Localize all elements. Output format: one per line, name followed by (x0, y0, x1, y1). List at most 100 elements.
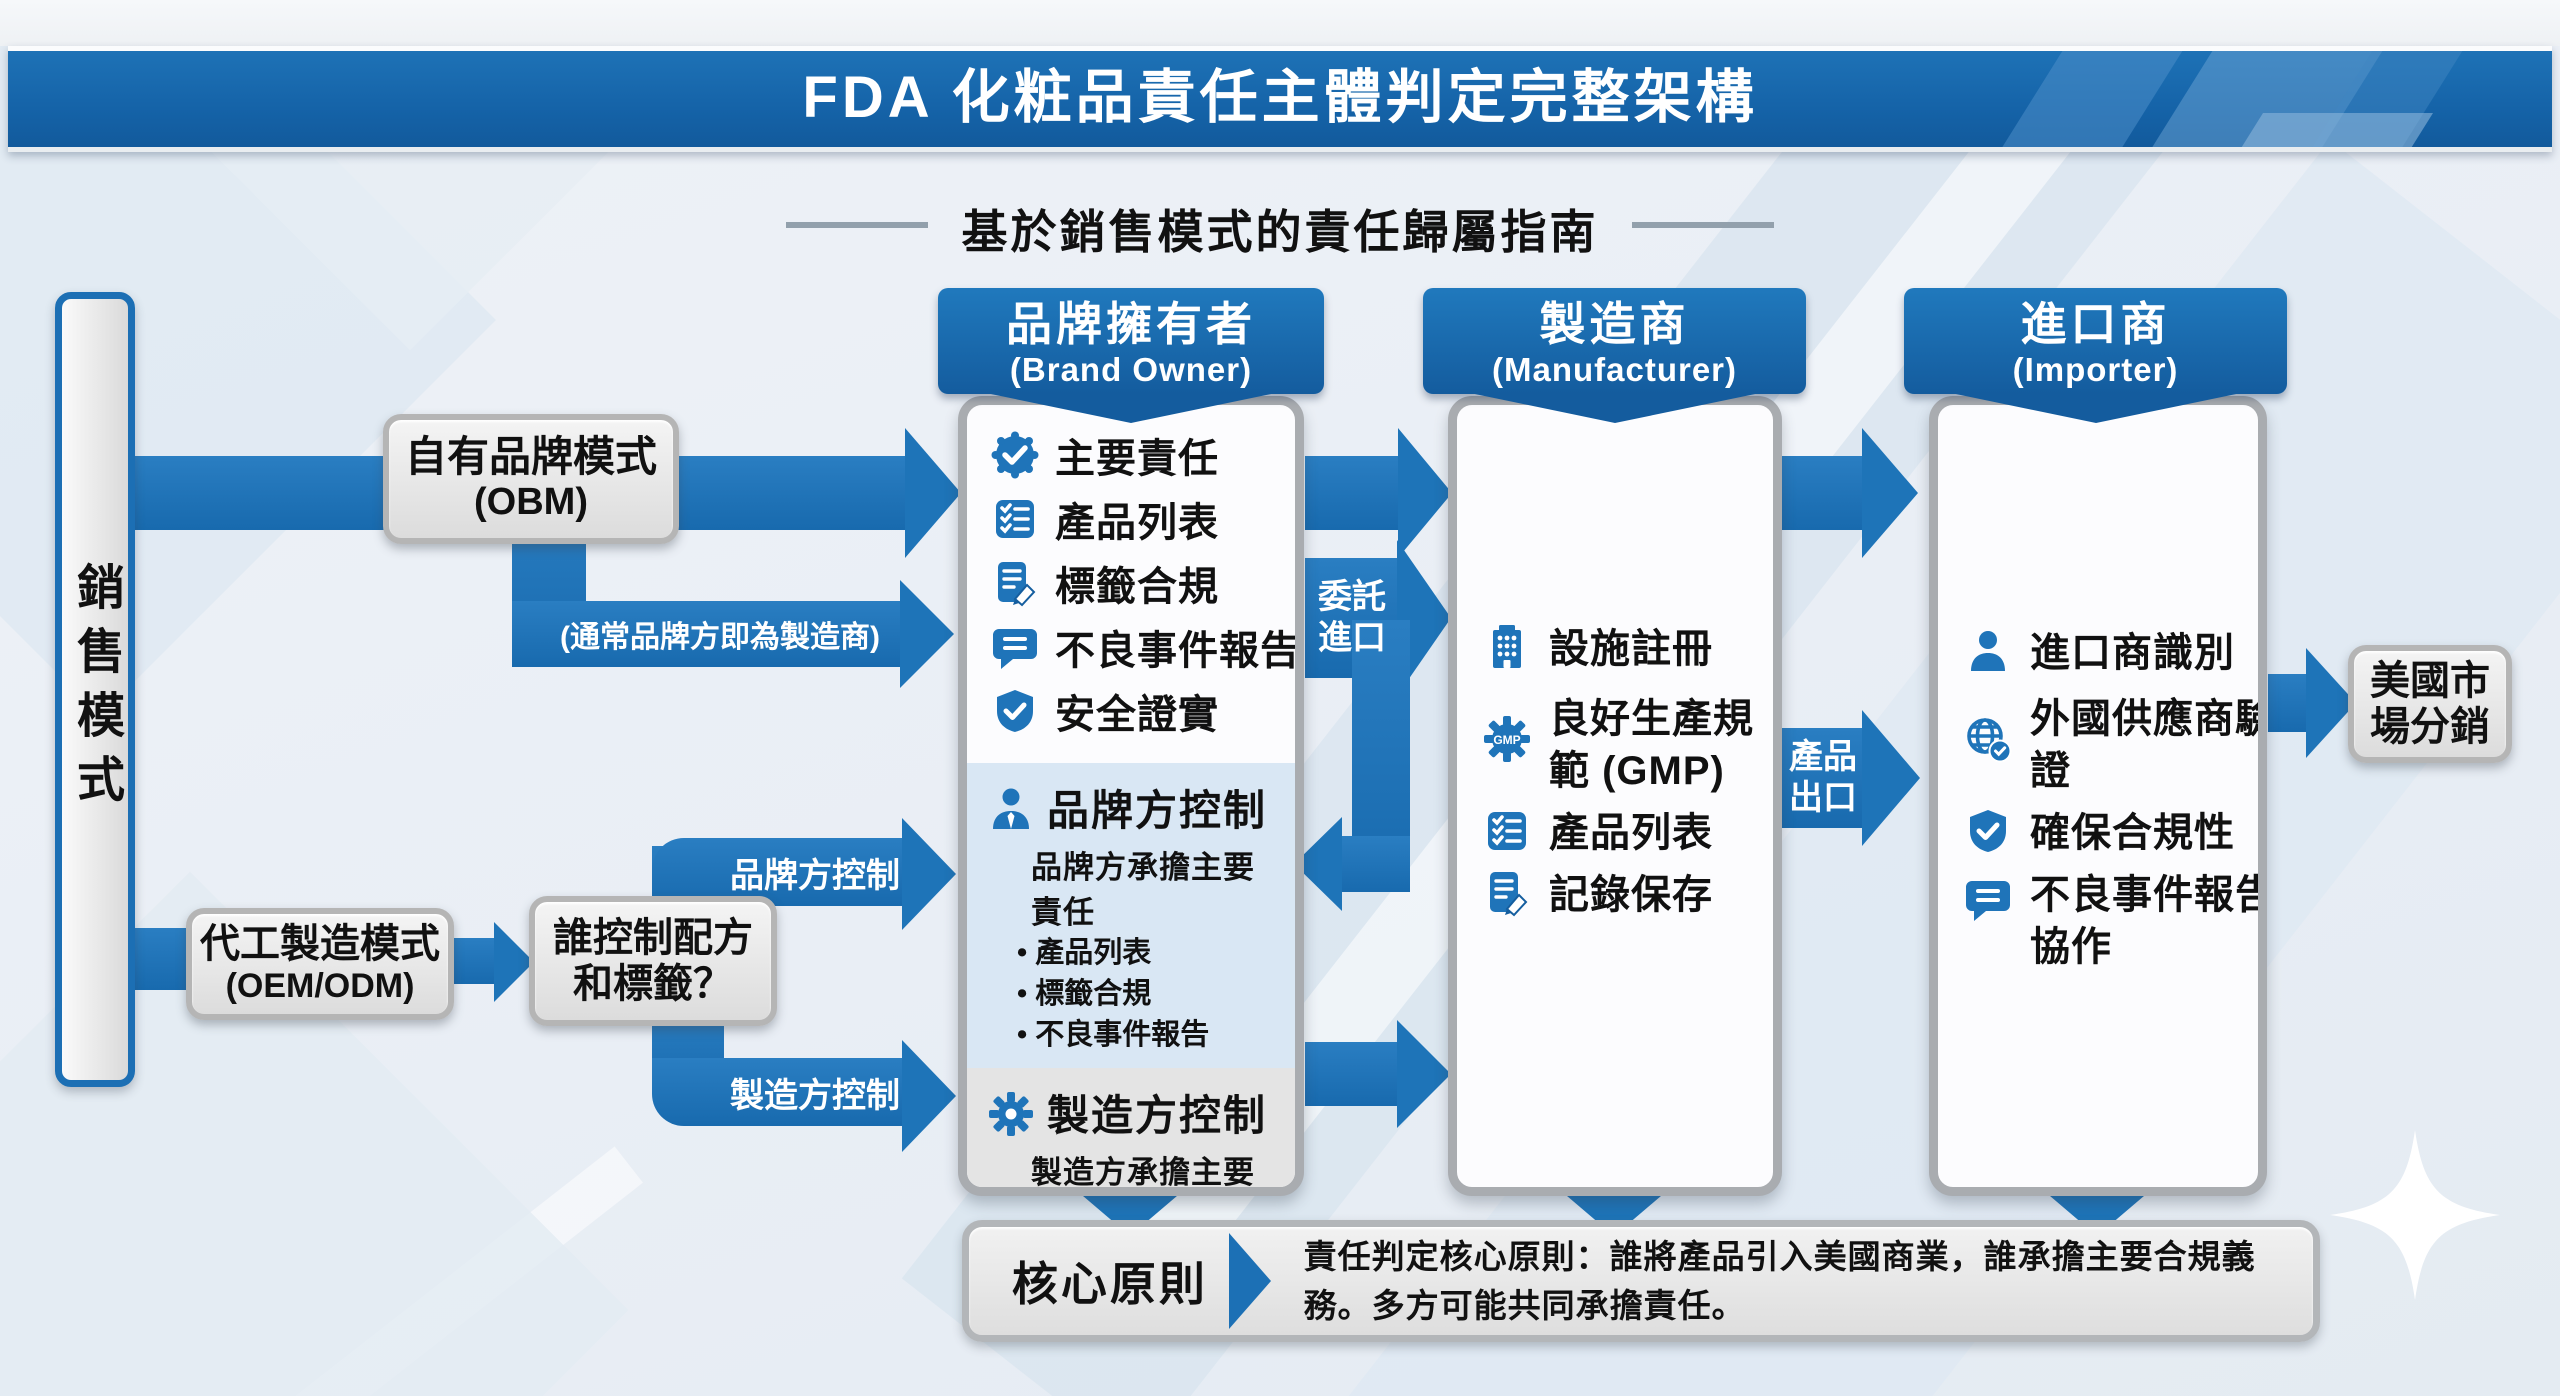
mf-control-arrowhead-icon (902, 1040, 956, 1152)
core-principle-text: 責任判定核心原則：誰將產品引入美國商業，誰承擔主要合規義務。多方可能共同承擔責任… (1303, 1237, 2256, 1325)
oem-mode-sub: (OEM/ODM) (225, 967, 415, 1006)
section-bullet-list: 產品列表 標籤合規 不良事件報告 (1017, 936, 1281, 1052)
control-question-label: 誰控制配方和標籤？ (553, 916, 753, 1006)
product-export-band (1782, 728, 1864, 828)
chat-icon (991, 623, 1039, 671)
brand-control-arrowhead-icon (902, 818, 956, 930)
bullet-item: 標籤合規 (1017, 977, 1281, 1012)
person-tie-icon (987, 785, 1033, 831)
manufacturer-title: 製造商 (1539, 298, 1690, 350)
shield-check-icon (991, 687, 1039, 735)
badge-check-icon (991, 431, 1039, 479)
branch-arrowhead-icon (900, 580, 954, 688)
bullet-item: 不良事件報告 (1017, 1018, 1281, 1053)
list-item: 記錄保存 (1483, 869, 1713, 921)
branch-band (512, 601, 904, 667)
item-label: 不良事件報告協作 (2030, 873, 2267, 969)
subtitle-row: 基於銷售模式的責任歸屬指南 (0, 196, 2560, 262)
brand-owner-banner: 品牌擁有者 (Brand Owner) (938, 288, 1324, 394)
oem-mode-label: 代工製造模式 (200, 922, 440, 967)
item-label: 良好生產規範 (GMP) (1549, 697, 1754, 793)
brand-control-label: 品牌方控制 (730, 856, 900, 895)
item-label: 主要責任 (1055, 437, 1219, 481)
bo-to-mf-arrowhead-icon (1398, 428, 1452, 558)
item-label: 安全證實 (1055, 693, 1219, 737)
page-title: FDA 化粧品責任主體判定完整架構 (802, 65, 1758, 130)
checklist-icon (991, 495, 1039, 543)
chat-icon (1964, 875, 2012, 923)
title-bar: FDA 化粧品責任主體判定完整架構 (8, 46, 2552, 152)
importer-panel: 進口商識別 外國供應商驗證 確保合規性 不良事件報告協作 (1929, 396, 2267, 1196)
control-question-box: 誰控制配方和標籤？ (529, 896, 777, 1026)
sales-model-bar: 銷售模式 (55, 292, 135, 1087)
im-to-us-band (2268, 674, 2308, 732)
importer-subtitle: (Importer) (2012, 350, 2179, 388)
oem-to-question-band (452, 938, 496, 984)
brand-control-section: 品牌方控制 品牌方承擔主要責任 產品列表 標籤合規 不良事件報告 (967, 763, 1295, 1069)
brand-owner-items: 主要責任 產品列表 標籤合規 不良事件報告 安全證實 (967, 405, 1295, 749)
sparkle-icon (2330, 1130, 2500, 1300)
list-item: 主要責任 (967, 429, 1295, 481)
mf-control-label: 製造方控制 (730, 1076, 900, 1115)
top-strip (0, 0, 2560, 46)
shield-check-icon (1964, 807, 2012, 855)
list-item: 不良事件報告 (967, 621, 1295, 673)
list-item: 確保合規性 (1964, 807, 2235, 859)
oem-mode-box: 代工製造模式 (OEM/ODM) (186, 908, 454, 1020)
bar-to-oem-band (128, 928, 192, 990)
list-item: 設施註冊 (1483, 623, 1713, 675)
product-export-label: 產品出口 (1789, 738, 1857, 817)
subtitle-right-dash (1632, 222, 1774, 228)
brand-owner-title: 品牌擁有者 (1006, 298, 1256, 350)
person-icon (1964, 627, 2012, 675)
core-principle-box: 核心原則 責任判定核心原則：誰將產品引入美國商業，誰承擔主要合規義務。多方可能共… (962, 1220, 2320, 1342)
manufacturer-control-section: 製造方控制 製造方承擔主要責任 設施註冊 產品列表 標籤合規 (967, 1068, 1295, 1191)
item-label: 記錄保存 (1549, 873, 1713, 917)
mf-to-im-band (1782, 456, 1864, 530)
mfcontrol-to-mf-band (1305, 1042, 1399, 1106)
item-label: 標籤合規 (1055, 565, 1219, 609)
item-label: 進口商識別 (2030, 631, 2235, 675)
section-heading: 製造方控制 (987, 1082, 1281, 1143)
obm-mode-label: 自有品牌模式 (404, 433, 657, 480)
list-item: 良好生產規範 (GMP) (1483, 693, 1773, 797)
core-principle-label: 核心原則 (1011, 1258, 1208, 1310)
list-item: 產品列表 (967, 493, 1295, 545)
item-label: 確保合規性 (2030, 811, 2235, 855)
item-label: 產品列表 (1549, 811, 1713, 855)
record-doc-icon (1483, 869, 1531, 917)
section-heading-label: 品牌方控制 (1047, 787, 1268, 834)
importer-title: 進口商 (2020, 298, 2171, 350)
section-subtitle: 品牌方承擔主要責任 (1031, 850, 1255, 930)
item-label: 外國供應商驗證 (2030, 697, 2267, 793)
list-item: 進口商識別 (1964, 627, 2235, 679)
branch-note-label: (通常品牌方即為製造商) (560, 621, 880, 654)
mf-to-im-arrowhead-icon (1862, 428, 1918, 558)
list-item: 安全證實 (967, 685, 1295, 737)
bo-to-mf-band (1305, 456, 1400, 530)
list-item: 外國供應商驗證 (1964, 693, 2267, 797)
bullet-item: 產品列表 (1017, 936, 1281, 971)
gmp-gear-icon (1483, 715, 1531, 763)
subtitle-left-dash (786, 222, 928, 228)
us-market-box: 美國市場分銷 (2348, 645, 2512, 763)
globe-check-icon (1964, 715, 2012, 763)
oem-to-question-arrowhead-icon (494, 922, 534, 1002)
obm-mode-box: 自有品牌模式 (OBM) (383, 414, 679, 544)
list-item: 不良事件報告協作 (1964, 869, 2267, 973)
building-icon (1483, 623, 1531, 671)
list-item: 產品列表 (1483, 807, 1713, 859)
brand-control-band (652, 838, 906, 906)
product-export-arrowhead-icon (1862, 710, 1920, 846)
mf-control-band (652, 1058, 906, 1126)
label-doc-icon (991, 559, 1039, 607)
sales-model-label: 銷售模式 (69, 561, 122, 818)
item-label: 設施註冊 (1549, 627, 1713, 671)
section-subtitle: 製造方承擔主要責任 (1031, 1155, 1255, 1191)
page-subtitle: 基於銷售模式的責任歸屬指南 (961, 206, 1599, 258)
obm-mode-sub: (OBM) (474, 481, 588, 524)
section-heading: 品牌方控制 (987, 777, 1281, 838)
manufacturer-subtitle: (Manufacturer) (1491, 350, 1738, 388)
brand-owner-panel: 主要責任 產品列表 標籤合規 不良事件報告 安全證實 品牌方控制 (958, 396, 1304, 1196)
item-label: 不良事件報告 (1055, 629, 1301, 673)
